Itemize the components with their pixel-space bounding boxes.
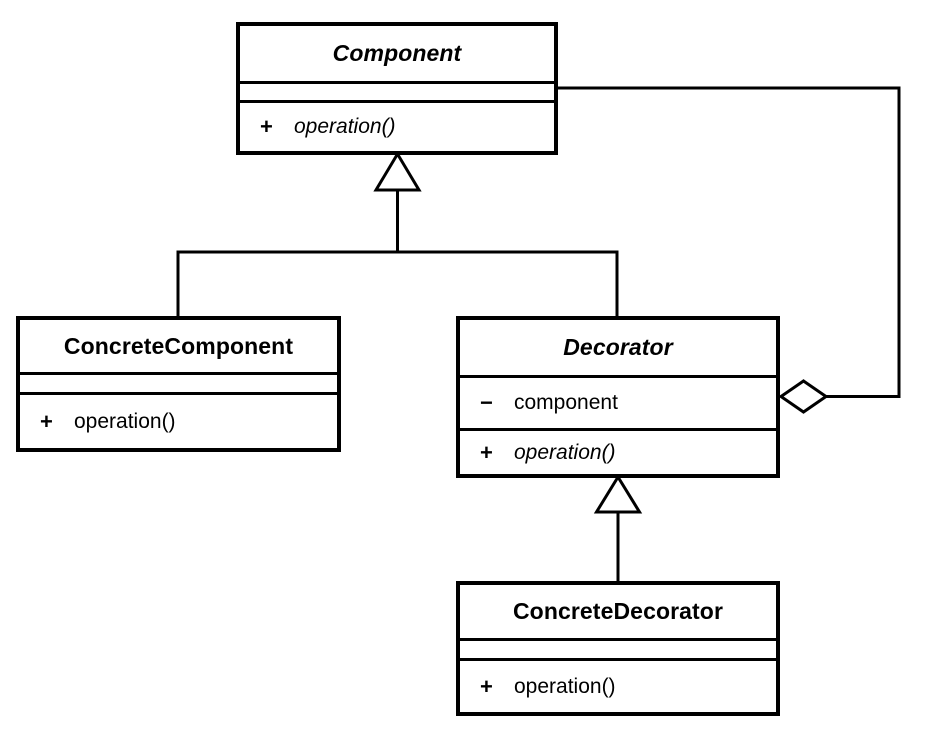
class-name-component: Component bbox=[240, 26, 554, 81]
visibility-marker: + bbox=[480, 673, 493, 699]
visibility-marker: + bbox=[40, 408, 53, 434]
class-box-concrete-decorator[interactable]: ConcreteDecorator + operation() bbox=[456, 581, 780, 716]
hollow-triangle-arrowhead-component bbox=[373, 151, 422, 192]
class-name-concrete-component: ConcreteComponent bbox=[20, 320, 337, 372]
operation-name: operation() bbox=[514, 674, 616, 698]
operation-name: operation() bbox=[74, 409, 176, 433]
hollow-diamond-aggregation bbox=[778, 379, 829, 414]
operation-name: operation() bbox=[514, 440, 616, 464]
generalization-concrete-decorator bbox=[593, 474, 643, 582]
visibility-marker: + bbox=[260, 114, 273, 139]
attributes-compartment-concrete-decorator bbox=[460, 638, 776, 658]
class-box-concrete-component[interactable]: ConcreteComponent + operation() bbox=[16, 316, 341, 452]
hollow-triangle-arrowhead-decorator bbox=[593, 474, 643, 514]
operation-row-decorator: + operation() bbox=[460, 428, 776, 474]
generalization-tree-component bbox=[176, 151, 619, 317]
class-name-decorator: Decorator bbox=[460, 320, 776, 375]
class-name-concrete-decorator: ConcreteDecorator bbox=[460, 585, 776, 638]
attributes-compartment-component bbox=[240, 81, 554, 100]
operation-name: operation() bbox=[294, 115, 396, 138]
operation-row-component: + operation() bbox=[240, 100, 554, 151]
aggregation-decorator-to-component bbox=[556, 86, 901, 414]
class-box-component[interactable]: Component + operation() bbox=[236, 22, 558, 155]
visibility-marker: − bbox=[480, 390, 493, 415]
operation-row-concrete-component: + operation() bbox=[20, 392, 337, 448]
attributes-compartment-concrete-component bbox=[20, 372, 337, 392]
class-box-decorator[interactable]: Decorator − component + operation() bbox=[456, 316, 780, 478]
visibility-marker: + bbox=[480, 439, 493, 465]
attribute-name: component bbox=[514, 391, 618, 414]
attribute-row-decorator: − component bbox=[460, 375, 776, 428]
operation-row-concrete-decorator: + operation() bbox=[460, 658, 776, 712]
